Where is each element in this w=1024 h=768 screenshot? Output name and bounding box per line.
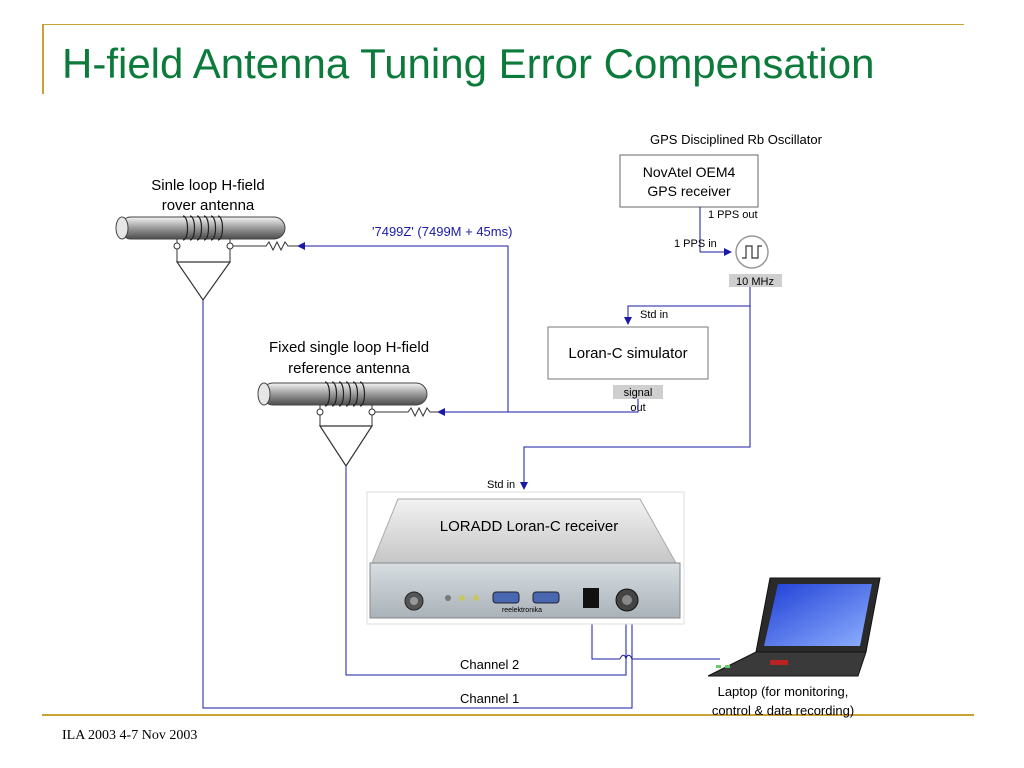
footer-rule [42, 714, 974, 716]
laptop-link-hop [619, 654, 633, 660]
novatel-gps-receiver-box: NovAtel OEM4 GPS receiver [619, 154, 759, 208]
receiver-brand-label: reelektronika [502, 607, 542, 614]
loran-c-simulator-box: Loran-C simulator [547, 326, 709, 380]
novatel-label-line2: GPS receiver [647, 183, 731, 199]
title-rule [42, 24, 964, 25]
rb-oscillator-icon [735, 235, 769, 269]
reference-amplifier-icon [318, 425, 374, 468]
signal-out-badge: signal out [613, 385, 663, 414]
signal-line-to-reference [437, 399, 639, 416]
loradd-receiver: LORADD Loran-C receiver reelektronika [366, 491, 685, 625]
ten-mhz-badge: 10 MHz [729, 274, 782, 288]
std-in-simulator-label: Std in [640, 309, 668, 321]
pps-in-label: 1 PPS in [674, 238, 717, 250]
rover-antenna-label-line1: Sinle loop H-field [151, 177, 264, 194]
channel-1-line [202, 300, 636, 709]
laptop-icon [707, 577, 881, 677]
delay-label: '7499Z' (7499M + 45ms) [372, 224, 512, 239]
receiver-label: LORADD Loran-C receiver [440, 518, 618, 535]
reference-antenna [257, 381, 438, 426]
title-accent-bar [42, 24, 44, 94]
rover-amplifier-icon [175, 261, 232, 302]
channel-2-label: Channel 2 [460, 657, 519, 672]
ten-mhz-label: 10 MHz [736, 276, 774, 288]
novatel-label-line1: NovAtel OEM4 [643, 164, 736, 180]
footer-text: ILA 2003 4-7 Nov 2003 [62, 728, 198, 743]
std-in-receiver-label: Std in [487, 479, 515, 491]
page-title: H-field Antenna Tuning Error Compensatio… [62, 40, 875, 87]
rover-antenna [115, 215, 298, 262]
channel-1-label: Channel 1 [460, 691, 519, 706]
signal-line-to-rover [297, 242, 509, 412]
signal-out-label-line1: signal [624, 387, 653, 399]
reference-antenna-label-line1: Fixed single loop H-field [269, 339, 429, 356]
ref-line-to-receiver [520, 306, 751, 490]
channel-2-line [345, 466, 630, 676]
laptop-label-line1: Laptop (for monitoring, [718, 684, 849, 699]
rover-antenna-label-line2: rover antenna [162, 197, 255, 214]
laptop-label-line2: control & data recording) [712, 703, 854, 718]
laptop-link-line [591, 620, 720, 660]
gps-oscillator-label: GPS Disciplined Rb Oscillator [650, 132, 823, 147]
pps-out-label: 1 PPS out [708, 209, 758, 221]
simulator-label: Loran-C simulator [568, 345, 687, 362]
ref-line-to-simulator [624, 287, 751, 325]
reference-antenna-label-line2: reference antenna [288, 360, 410, 377]
